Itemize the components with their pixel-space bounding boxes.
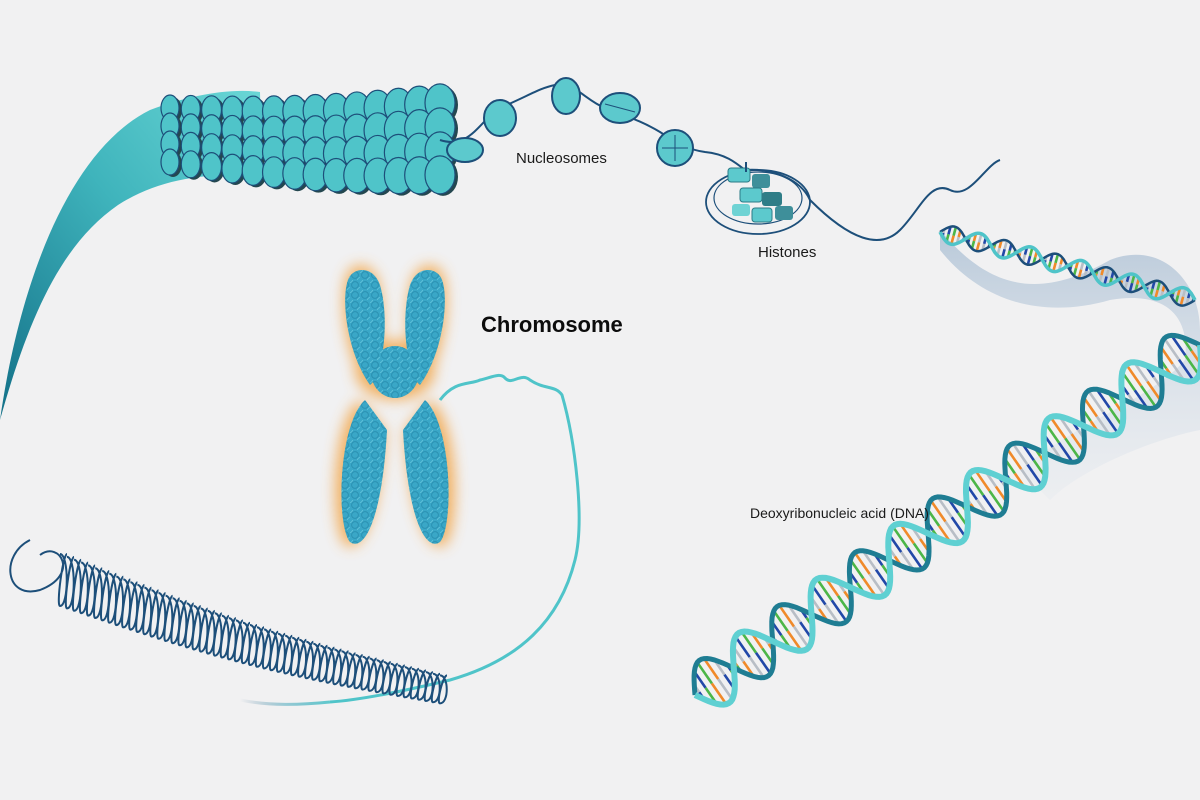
chromatin-strand-fade <box>240 700 330 704</box>
solenoid-coil <box>10 540 447 703</box>
linker-to-dna <box>810 160 1000 240</box>
histone-octamer <box>706 162 810 234</box>
label-nucleosomes: Nucleosomes <box>516 150 607 167</box>
label-histones: Histones <box>758 244 816 261</box>
chromatin-fiber <box>0 91 262 420</box>
chromosome <box>335 265 455 547</box>
coiled-nucleosome-discs <box>161 84 458 196</box>
label-chromosome: Chromosome <box>481 312 623 338</box>
label-dna: Deoxyribonucleic acid (DNA) <box>750 505 929 521</box>
